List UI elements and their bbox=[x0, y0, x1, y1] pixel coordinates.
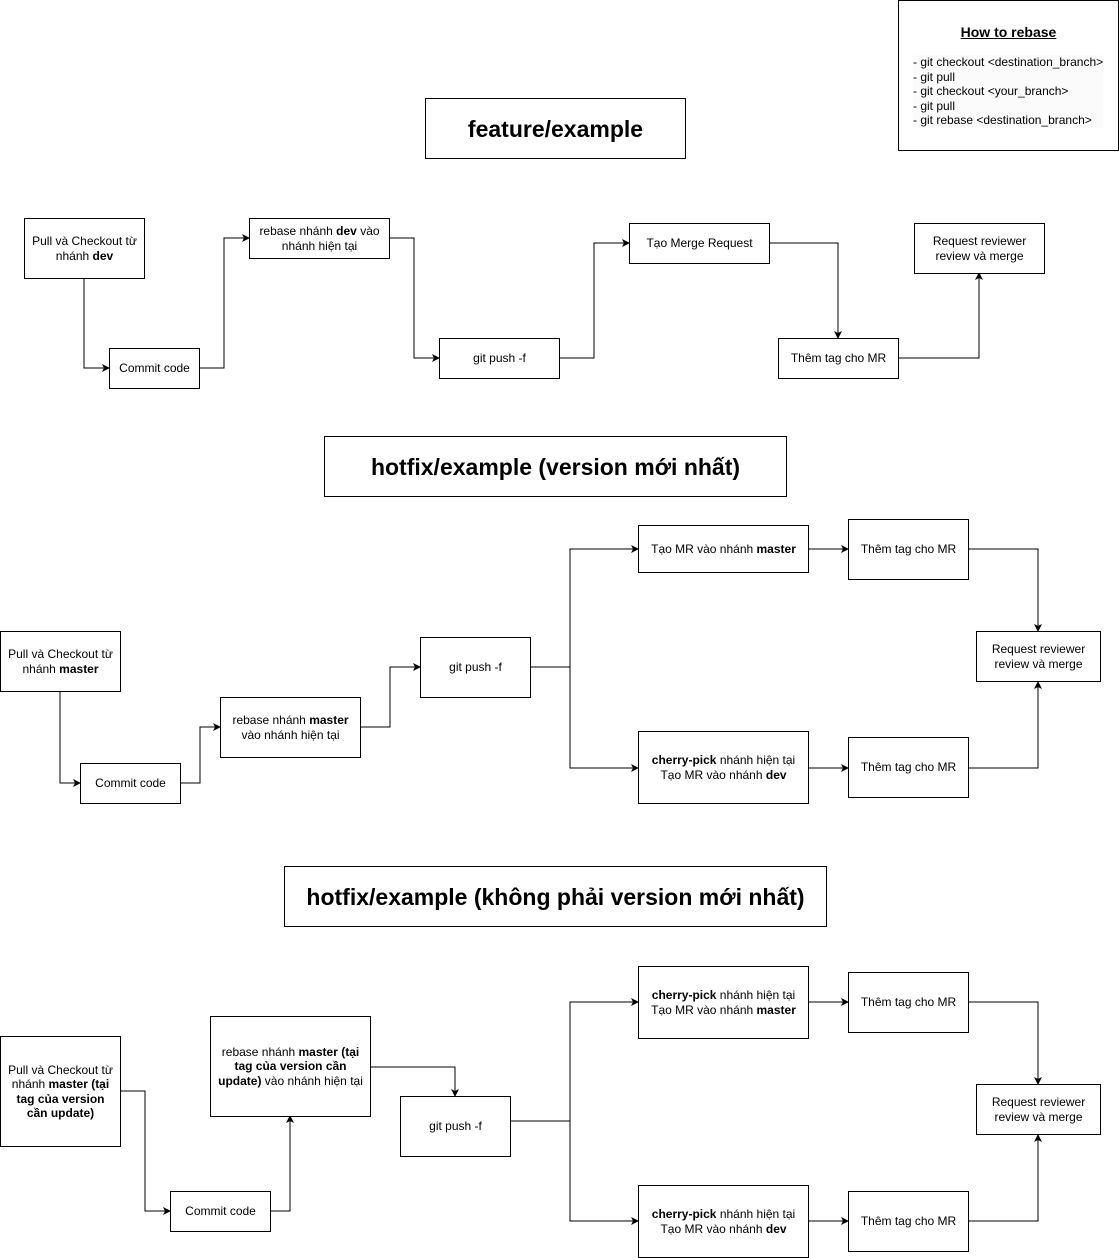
edge-h2-push-to-cherry-master bbox=[510, 998, 639, 1122]
hotfix-latest-rebase-node: rebase nhánh master vào nhánh hiện tại bbox=[220, 697, 361, 758]
edge-mr-to-tag bbox=[769, 242, 842, 339]
how-to-rebase-step: - git pull bbox=[913, 69, 1104, 84]
feature-rebase-node: rebase nhánh dev vào nhánh hiện tại bbox=[249, 218, 390, 259]
hotfix-latest-tag-dev-node: Thêm tag cho MR bbox=[848, 737, 969, 798]
node-text-bold: cherry-pick bbox=[651, 1207, 717, 1221]
feature-section-title: feature/example bbox=[425, 98, 686, 159]
feature-pull-checkout-node: Pull và Checkout từ nhánh dev bbox=[24, 218, 145, 279]
edge-commit-to-rebase bbox=[199, 234, 250, 369]
edge-h1-pull-to-commit bbox=[59, 691, 81, 787]
node-text: vào nhánh hiện tại bbox=[261, 1073, 363, 1088]
edge-h1-rebase-to-push bbox=[360, 663, 421, 728]
node-text: rebase nhánh bbox=[259, 224, 337, 238]
node-text: nhánh hiện tại bbox=[716, 988, 796, 1002]
edge-pull-to-commit bbox=[83, 278, 110, 372]
how-to-rebase-step: - git pull bbox=[913, 98, 1104, 113]
hotfix-latest-pull-checkout-node: Pull và Checkout từ nhánh master bbox=[0, 631, 121, 692]
node-text: Tạo MR vào nhánh bbox=[651, 541, 757, 556]
node-text: rebase nhánh bbox=[221, 1044, 299, 1059]
hotfix-old-request-review-node: Request reviewer review và merge bbox=[976, 1084, 1101, 1135]
node-text: Tạo MR vào nhánh bbox=[660, 1221, 766, 1236]
edge-h2-push-to-cherry-dev bbox=[569, 1121, 639, 1225]
edge-h1-commit-to-rebase bbox=[180, 723, 221, 784]
node-text-bold: dev bbox=[765, 767, 787, 782]
node-text-bold: master bbox=[59, 661, 99, 676]
edge-h2-commit-to-rebase bbox=[270, 1115, 294, 1212]
node-text: Tạo MR vào nhánh bbox=[660, 767, 766, 782]
node-text: Pull và Checkout từ nhánh bbox=[32, 234, 137, 263]
how-to-rebase-step: - git checkout <destination_branch> bbox=[913, 55, 1104, 70]
hotfix-latest-mr-master-node: Tạo MR vào nhánh master bbox=[638, 525, 809, 573]
edge-h2-rebase-to-push bbox=[370, 1066, 459, 1097]
hotfix-old-push-node: git push -f bbox=[400, 1096, 511, 1157]
how-to-rebase-step: - git checkout <your_branch> bbox=[913, 84, 1104, 99]
edge-tag-to-review bbox=[898, 272, 983, 359]
how-to-rebase-step: - git rebase <destination_branch> bbox=[913, 113, 1104, 128]
edge-h1-tag-dev-to-review bbox=[968, 681, 1042, 769]
node-text-bold: cherry-pick bbox=[651, 988, 717, 1002]
node-text-bold: cherry-pick bbox=[651, 753, 717, 767]
edge-h1-push-to-cherry-dev bbox=[569, 667, 639, 772]
how-to-rebase-title: How to rebase bbox=[960, 24, 1057, 40]
edge-h2-pull-to-commit bbox=[120, 1090, 171, 1215]
feature-request-review-node: Request reviewer review và merge bbox=[914, 223, 1045, 274]
feature-commit-node: Commit code bbox=[109, 348, 200, 389]
node-text: nhánh hiện tại bbox=[716, 753, 796, 767]
hotfix-latest-section-title: hotfix/example (version mới nhất) bbox=[324, 436, 787, 497]
node-text-bold: dev bbox=[336, 224, 357, 238]
hotfix-old-section-title: hotfix/example (không phải version mới n… bbox=[284, 866, 827, 927]
hotfix-old-rebase-node: rebase nhánh master (tại tag của version… bbox=[210, 1016, 371, 1117]
feature-create-mr-node: Tạo Merge Request bbox=[629, 223, 770, 264]
hotfix-old-tag-master-node: Thêm tag cho MR bbox=[848, 972, 969, 1033]
node-text: vào nhánh hiện tại bbox=[281, 224, 380, 253]
hotfix-old-tag-dev-node: Thêm tag cho MR bbox=[848, 1191, 969, 1252]
edge-h2-tag-dev-to-review bbox=[968, 1134, 1042, 1222]
node-text-bold: master (tại tag của version cần update) bbox=[218, 1044, 360, 1088]
node-text-bold: master (tại tag của version cần update) bbox=[16, 1077, 110, 1120]
edge-h1-tag-master-to-review bbox=[968, 548, 1042, 632]
hotfix-old-pull-checkout-node: Pull và Checkout từ nhánh master (tại ta… bbox=[0, 1036, 121, 1147]
edge-h1-push-to-mr-master bbox=[530, 545, 639, 668]
feature-add-tag-node: Thêm tag cho MR bbox=[778, 338, 899, 379]
how-to-rebase-steps: - git checkout <destination_branch> - gi… bbox=[913, 55, 1104, 128]
hotfix-latest-push-node: git push -f bbox=[420, 637, 531, 698]
node-text: Pull và Checkout từ nhánh bbox=[8, 1062, 113, 1092]
feature-push-node: git push -f bbox=[439, 338, 560, 379]
edge-push-to-mr bbox=[559, 239, 630, 359]
node-text-bold: master bbox=[756, 1002, 796, 1017]
how-to-rebase-note: How to rebase - git checkout <destinatio… bbox=[898, 0, 1119, 151]
hotfix-latest-request-review-node: Request reviewer review và merge bbox=[976, 631, 1101, 682]
node-text: Pull và Checkout từ nhánh bbox=[8, 647, 113, 676]
node-text-bold: master bbox=[309, 713, 349, 727]
node-text: rebase nhánh bbox=[232, 713, 310, 727]
hotfix-latest-tag-master-node: Thêm tag cho MR bbox=[848, 519, 969, 580]
node-text-bold: dev bbox=[765, 1221, 787, 1236]
node-text-bold: master bbox=[756, 541, 796, 556]
node-text: vào nhánh hiện tại bbox=[241, 727, 340, 742]
node-text-bold: dev bbox=[92, 248, 114, 263]
node-text: nhánh hiện tại bbox=[716, 1207, 796, 1221]
hotfix-old-commit-node: Commit code bbox=[170, 1191, 271, 1232]
node-text: Tạo MR vào nhánh bbox=[651, 1002, 757, 1017]
hotfix-latest-commit-node: Commit code bbox=[80, 763, 181, 804]
edge-rebase-to-push bbox=[389, 237, 440, 362]
edge-h2-tag-master-to-review bbox=[968, 1001, 1042, 1085]
